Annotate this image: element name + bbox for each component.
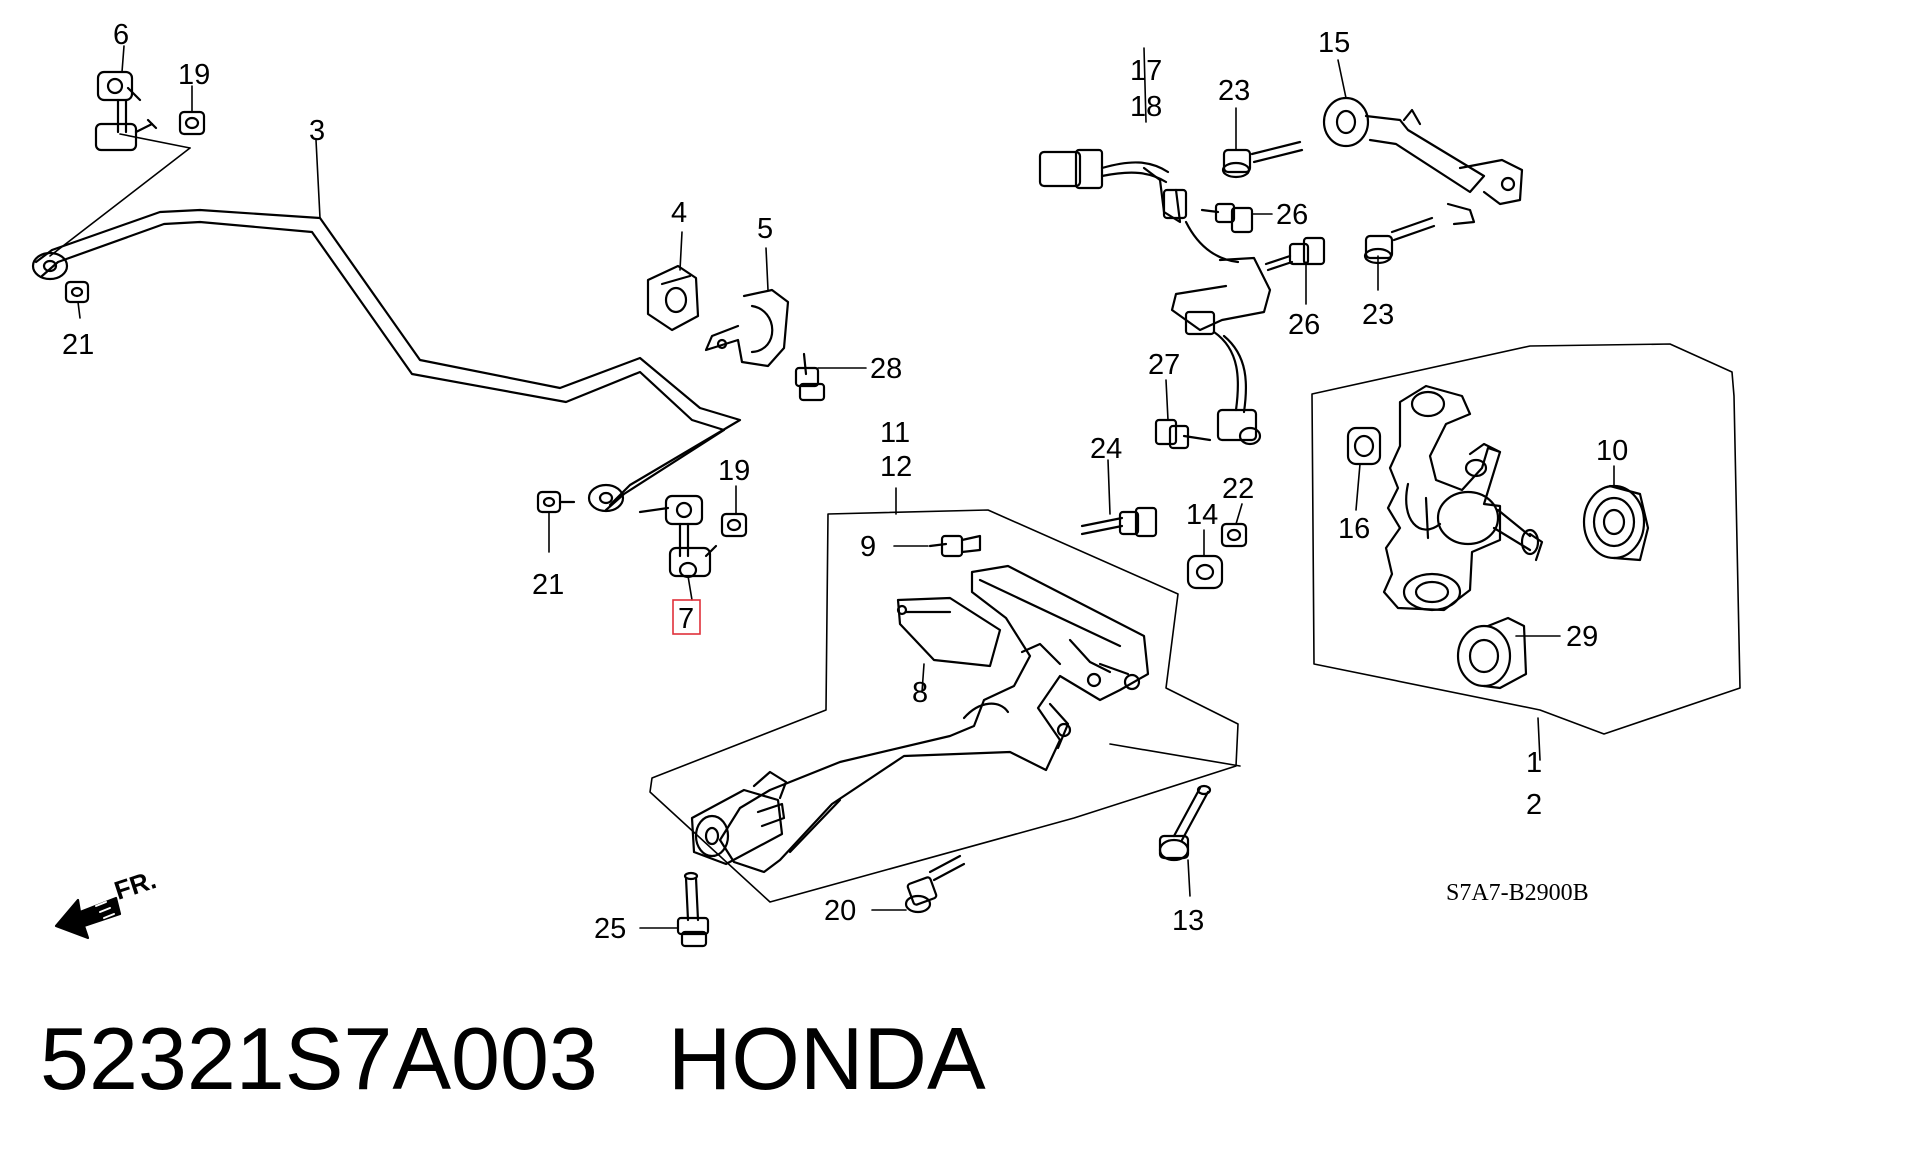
callout-3[interactable]: 3 xyxy=(309,115,325,147)
holder-5 xyxy=(704,288,790,368)
callout-5[interactable]: 5 xyxy=(757,213,773,245)
callout-20[interactable]: 20 xyxy=(824,895,856,927)
lower-arm-assembly xyxy=(718,564,1150,874)
bolt-13 xyxy=(1158,784,1212,862)
bolt-26-lower xyxy=(1264,236,1326,272)
callout-8[interactable]: 8 xyxy=(912,677,928,709)
callout-15[interactable]: 15 xyxy=(1318,27,1350,59)
callout-6[interactable]: 6 xyxy=(113,19,129,51)
callout-4[interactable]: 4 xyxy=(671,197,687,229)
nut-22 xyxy=(1220,522,1248,548)
callout-14[interactable]: 14 xyxy=(1186,499,1218,531)
abs-sensor-harness xyxy=(1038,148,1272,446)
bushing-16 xyxy=(1346,426,1382,466)
callout-25[interactable]: 25 xyxy=(594,913,626,945)
nut-19-lower xyxy=(720,512,748,538)
knuckle-group-frame xyxy=(1311,343,1741,735)
callout-21-lower[interactable]: 21 xyxy=(532,569,564,601)
callout-24[interactable]: 24 xyxy=(1090,433,1122,465)
bolt-28 xyxy=(794,352,826,402)
callout-23-lower[interactable]: 23 xyxy=(1362,299,1394,331)
diagram-code: S7A7-B2900B xyxy=(1446,880,1589,906)
callout-labels: 6 19 3 21 4 5 28 19 21 7 11 12 9 8 25 20… xyxy=(62,19,1628,945)
brand-name: HONDA xyxy=(667,1009,986,1108)
bolt-23-lower xyxy=(1363,216,1436,265)
highlight-box-7 xyxy=(672,599,701,635)
callout-7[interactable]: 7 xyxy=(678,603,694,635)
callout-22[interactable]: 22 xyxy=(1222,473,1254,505)
knuckle xyxy=(1382,384,1544,612)
callout-18[interactable]: 18 xyxy=(1130,91,1162,123)
bolt-23-upper xyxy=(1221,140,1304,179)
leader-lines xyxy=(49,45,1615,929)
callout-28[interactable]: 28 xyxy=(870,353,902,385)
bolt-27 xyxy=(1154,418,1212,450)
nut-19-upper xyxy=(178,110,206,136)
upper-arm-15 xyxy=(1322,96,1524,226)
callout-2[interactable]: 2 xyxy=(1526,789,1542,821)
callout-19-lower[interactable]: 19 xyxy=(718,455,750,487)
callout-23-upper[interactable]: 23 xyxy=(1218,75,1250,107)
callout-17[interactable]: 17 xyxy=(1130,55,1162,87)
stabilizer-link-upper xyxy=(94,70,158,152)
plate-8 xyxy=(896,596,1002,668)
bolt-9 xyxy=(928,534,982,558)
callout-12[interactable]: 12 xyxy=(880,451,912,483)
front-direction-label: FR. xyxy=(111,864,160,905)
bushing-4 xyxy=(646,264,700,332)
callout-26-upper[interactable]: 26 xyxy=(1276,199,1308,231)
bolt-24 xyxy=(1080,506,1158,538)
callout-27[interactable]: 27 xyxy=(1148,349,1180,381)
callout-19-upper[interactable]: 19 xyxy=(178,59,210,91)
nut-21-lower xyxy=(536,490,576,514)
bolt-25 xyxy=(676,871,710,948)
callout-1[interactable]: 1 xyxy=(1526,747,1542,779)
callout-26-lower[interactable]: 26 xyxy=(1288,309,1320,341)
callout-11[interactable]: 11 xyxy=(880,417,910,449)
bolt-26-upper xyxy=(1200,202,1254,234)
callout-16[interactable]: 16 xyxy=(1338,513,1370,545)
bushing-29 xyxy=(1456,616,1528,690)
callout-13[interactable]: 13 xyxy=(1172,905,1204,937)
front-arrow-icon xyxy=(54,896,122,940)
bolt-20 xyxy=(904,854,966,914)
lower-arm-bushing xyxy=(690,770,788,866)
nut-14 xyxy=(1186,554,1224,590)
part-number: 52321S7A003 xyxy=(40,1009,598,1108)
callout-9[interactable]: 9 xyxy=(860,531,876,563)
stabilizer-link-lower xyxy=(638,494,718,579)
callout-21-left[interactable]: 21 xyxy=(62,329,94,361)
nut-21-left xyxy=(64,280,90,304)
bushing-10 xyxy=(1582,484,1650,562)
stabilizer-bar xyxy=(31,208,742,513)
parts-diagram: 6 19 3 21 4 5 28 19 21 7 11 12 9 8 25 20… xyxy=(31,19,1741,948)
lower-arm-group-frame xyxy=(649,509,1239,903)
callout-10[interactable]: 10 xyxy=(1596,435,1628,467)
callout-29[interactable]: 29 xyxy=(1566,621,1598,653)
